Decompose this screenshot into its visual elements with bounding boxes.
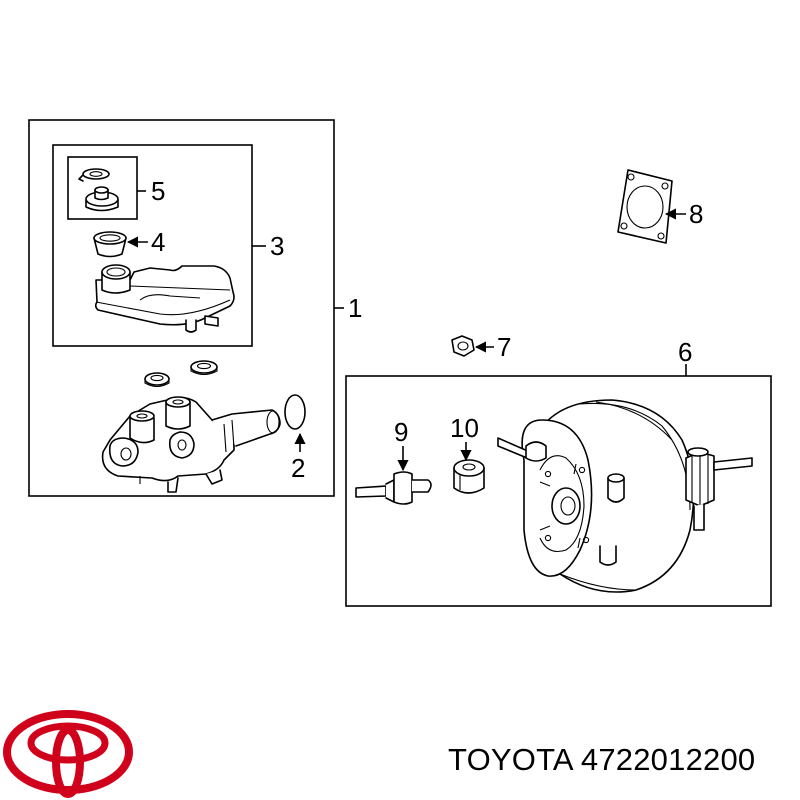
callout-6: 6 [678, 337, 692, 367]
assembly-box-cap [67, 156, 138, 220]
callout-9: 9 [394, 417, 408, 447]
reservoir-strainer-drawing [93, 231, 127, 258]
reservoir-cap-drawing [78, 168, 119, 212]
o-ring-drawing [284, 394, 306, 430]
check-valve-drawing [355, 471, 432, 505]
callout-10: 10 [450, 413, 479, 443]
nut-drawing [451, 335, 475, 357]
master-cylinder-drawing [101, 396, 281, 493]
toyota-logo-icon [3, 710, 133, 798]
part-number: 4722012200 [580, 742, 756, 777]
reservoir-tank-drawing [94, 264, 235, 333]
brand-name: TOYOTA [448, 742, 573, 777]
callout-7: 7 [497, 332, 511, 362]
grommet-drawing [453, 459, 485, 494]
callout-3: 3 [270, 231, 284, 261]
callout-8: 8 [689, 199, 703, 229]
gasket-drawing [617, 169, 673, 244]
grommet-seals-drawing [144, 360, 218, 388]
callout-4: 4 [151, 227, 165, 257]
callout-2: 2 [291, 453, 305, 483]
callout-5: 5 [151, 176, 165, 206]
part-caption: TOYOTA 4722012200 [448, 742, 755, 778]
callout-1: 1 [348, 293, 362, 323]
brake-booster-drawing [497, 399, 753, 593]
assembly-box-brake-booster [345, 375, 772, 607]
